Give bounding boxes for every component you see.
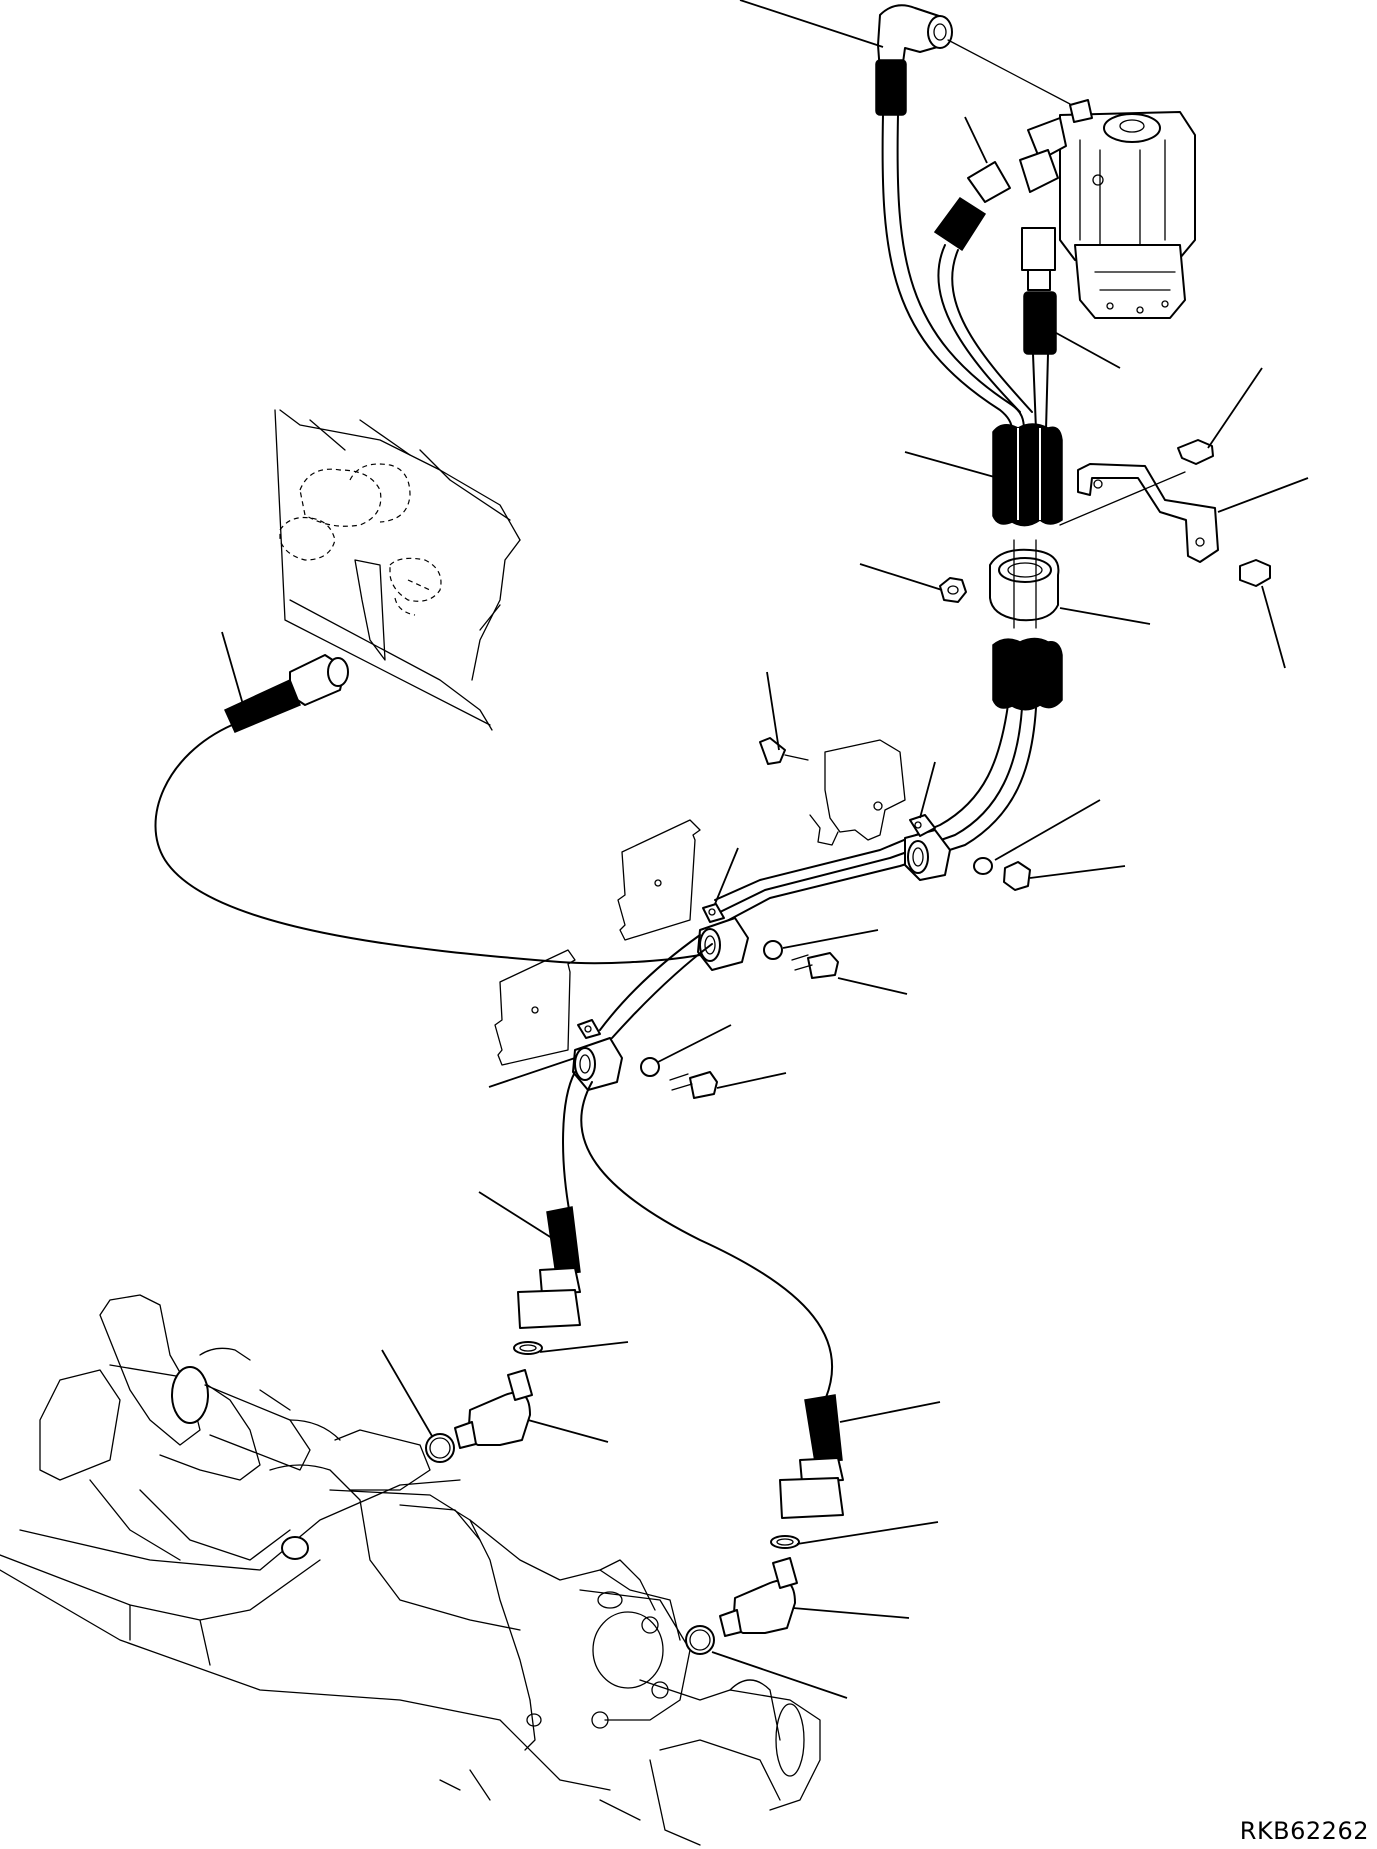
- axle-assembly: [0, 1294, 821, 1846]
- steering-valve: [1059, 111, 1196, 319]
- mount-plate-middle: [617, 819, 701, 941]
- hose-middle: [933, 161, 1033, 413]
- hose-clamp-lower: [572, 1019, 718, 1099]
- transmission-housing: [274, 409, 521, 731]
- hose-clamp-band: [989, 539, 1060, 629]
- clamp-bracket-upper: [759, 737, 906, 846]
- valve-elbow-fittings: [1019, 99, 1093, 193]
- hose-bundle-lower: [714, 704, 1037, 923]
- callout-leader-lines: [221, 0, 1309, 1699]
- hose-upper-left: [875, 59, 1025, 431]
- mount-plate-lower: [494, 949, 576, 1066]
- drawing-code-label: RKB62262: [1239, 1817, 1369, 1845]
- mounting-bracket: [1059, 463, 1219, 563]
- hose-protector-sleeve-upper: [992, 423, 1063, 527]
- hose-lower-left: [513, 1071, 581, 1355]
- hose-housing-to-clamp: [154, 724, 701, 965]
- hose-right: [1021, 227, 1057, 431]
- elbow-fitting-left: [425, 1369, 533, 1463]
- elbow-fitting-right: [685, 1557, 798, 1655]
- bracket-hardware: [939, 439, 1271, 603]
- hose-lower-right: [580, 1081, 844, 1549]
- hose-between-clamps: [599, 934, 713, 1039]
- housing-hose-fitting: [224, 654, 349, 733]
- upper-elbow-fitting: [877, 4, 1071, 105]
- hose-protector-sleeve-lower: [992, 637, 1063, 711]
